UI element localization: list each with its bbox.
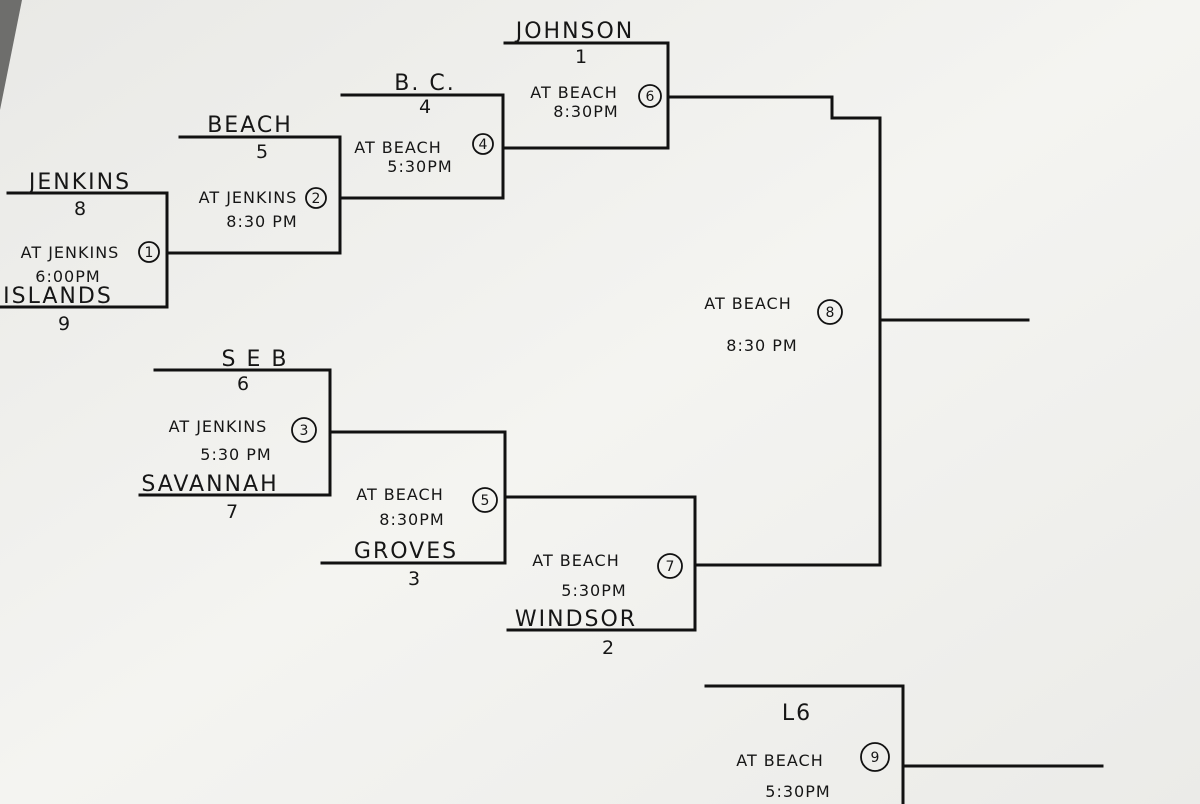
team-labels: JOHNSON 1 B. C. 4 BEACH 5 JENKINS 8 ISLA…: [3, 19, 812, 726]
game-1-number-circle: [138, 241, 160, 263]
game-8-number-circle: [817, 299, 843, 325]
game-6-site: AT BEACH: [530, 83, 618, 102]
team-jenkins-seed: 8: [74, 198, 86, 220]
game-8-number: 8: [826, 305, 835, 321]
game-9-site: AT BEACH: [736, 751, 824, 770]
game-4-number-circle: [472, 133, 494, 155]
team-windsor-name: WINDSOR: [515, 607, 637, 632]
game-info: AT JENKINS 1 6:00PM AT JENKINS 2 8:30 PM…: [21, 83, 890, 801]
game-7-site: AT BEACH: [532, 551, 620, 570]
game-1-site: AT JENKINS: [21, 243, 120, 262]
team-islands-seed: 9: [58, 313, 70, 335]
game-2-time: 8:30 PM: [226, 212, 297, 231]
game-9-lines: [704, 684, 1104, 804]
team-islands-name: ISLANDS: [3, 284, 113, 309]
game-3-number: 3: [300, 423, 309, 439]
team-johnson-name: JOHNSON: [514, 19, 635, 44]
game-1-lines: [0, 191, 342, 309]
team-groves-name: GROVES: [354, 539, 458, 564]
team-groves-seed: 3: [408, 568, 420, 590]
game-2-number: 2: [312, 191, 321, 207]
team-jenkins-name: JENKINS: [27, 170, 131, 195]
game-1-number: 1: [145, 245, 154, 261]
game-6-time: 8:30PM: [553, 102, 618, 121]
game-3-lines: [138, 368, 507, 497]
team-seb-seed: 6: [237, 373, 249, 395]
game-8-site: AT BEACH: [704, 294, 792, 313]
game-3-time: 5:30 PM: [200, 445, 271, 464]
team-johnson-seed: 1: [575, 46, 587, 68]
team-seb-name: S E B: [222, 347, 289, 372]
team-bc-name: B. C.: [394, 71, 455, 96]
game-7-number-circle: [657, 553, 683, 579]
team-bc-seed: 4: [419, 96, 431, 118]
game-6-number: 6: [646, 89, 655, 105]
game-9-number: 9: [871, 750, 880, 766]
game-5-number-circle: [472, 487, 498, 513]
game-2-site: AT JENKINS: [199, 188, 298, 207]
game-8-time: 8:30 PM: [726, 336, 797, 355]
game-3-site: AT JENKINS: [169, 417, 268, 436]
team-savannah-seed: 7: [226, 501, 238, 523]
game-7-number: 7: [666, 559, 675, 575]
game-6-lines: [503, 41, 834, 150]
game-2-number-circle: [305, 187, 327, 209]
game-9-number-circle: [860, 742, 890, 772]
game-7-lines: [506, 495, 882, 632]
game-7-time: 5:30PM: [561, 581, 626, 600]
game-9-time: 5:30PM: [765, 782, 830, 801]
team-beach-seed: 5: [256, 141, 268, 163]
game-4-number: 4: [479, 137, 488, 153]
team-windsor-seed: 2: [602, 637, 614, 659]
game-1-time: 6:00PM: [35, 267, 100, 286]
game-3-number-circle: [291, 417, 317, 443]
game-2-lines: [178, 135, 505, 255]
game-5-lines: [320, 430, 697, 565]
bracket-lines: [0, 41, 1104, 804]
game-5-site: AT BEACH: [356, 485, 444, 504]
game-5-time: 8:30PM: [379, 510, 444, 529]
game-4-lines: [340, 93, 670, 200]
game-6-number-circle: [638, 84, 662, 108]
game-4-time: 5:30PM: [387, 157, 452, 176]
game-8-lines: [830, 95, 1030, 567]
game-4-site: AT BEACH: [354, 138, 442, 157]
team-beach-name: BEACH: [207, 113, 293, 138]
team-l6-name: L6: [782, 701, 812, 726]
game-5-number: 5: [481, 493, 490, 509]
team-savannah-name: SAVANNAH: [141, 472, 278, 497]
